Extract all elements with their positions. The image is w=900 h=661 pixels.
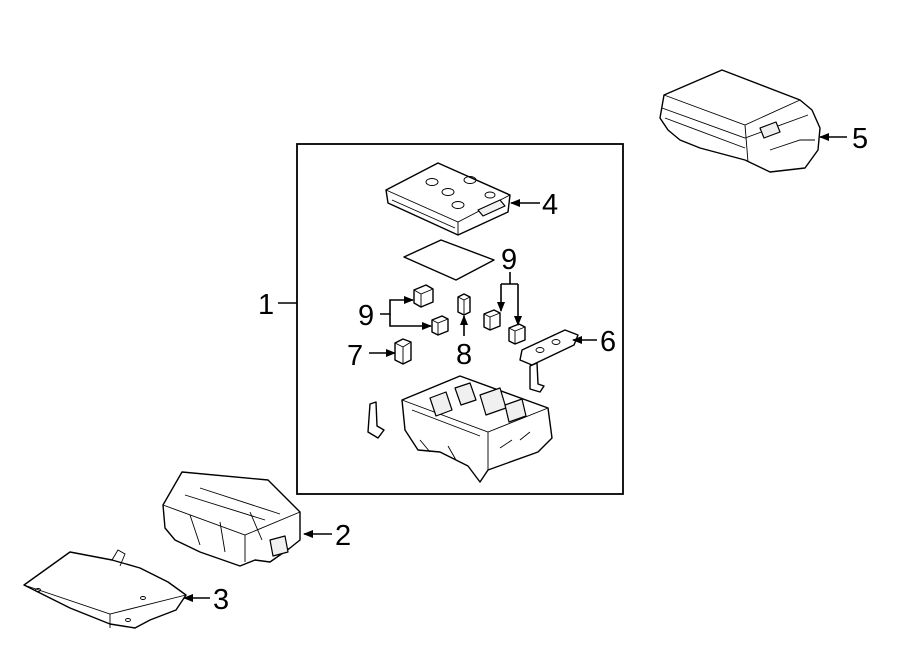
callout-3: 3 xyxy=(213,584,229,616)
part-3-shield[interactable] xyxy=(23,549,187,629)
gasket-card xyxy=(403,239,495,281)
callout-7: 7 xyxy=(347,340,363,372)
callout-6: 6 xyxy=(600,326,616,358)
part-8-fuse[interactable] xyxy=(457,293,471,316)
callout-9-right: 9 xyxy=(501,244,517,276)
part-5-cover[interactable] xyxy=(659,69,821,173)
relay-9-a[interactable] xyxy=(413,284,434,308)
part-6-bracket[interactable] xyxy=(519,329,579,366)
relay-9-c[interactable] xyxy=(483,309,501,331)
assembly-box xyxy=(296,143,624,495)
callout-9-left: 9 xyxy=(358,300,374,332)
fuse-block-body[interactable] xyxy=(401,375,553,483)
leader-9a-lower xyxy=(389,314,432,330)
callout-4: 4 xyxy=(542,189,558,221)
callout-8: 8 xyxy=(456,339,472,371)
part-4-lid[interactable] xyxy=(385,162,511,236)
part-2-tray[interactable] xyxy=(162,471,301,567)
relay-9-b[interactable] xyxy=(431,315,449,336)
part-7-fuse[interactable] xyxy=(394,338,412,365)
mounting-stud[interactable] xyxy=(367,401,385,439)
relay-9-d[interactable] xyxy=(508,323,526,345)
callout-2: 2 xyxy=(335,520,351,552)
leader-9a-bracket xyxy=(380,296,414,315)
callout-1: 1 xyxy=(258,289,274,321)
terminal-pin[interactable] xyxy=(529,362,545,393)
callout-5: 5 xyxy=(852,123,868,155)
